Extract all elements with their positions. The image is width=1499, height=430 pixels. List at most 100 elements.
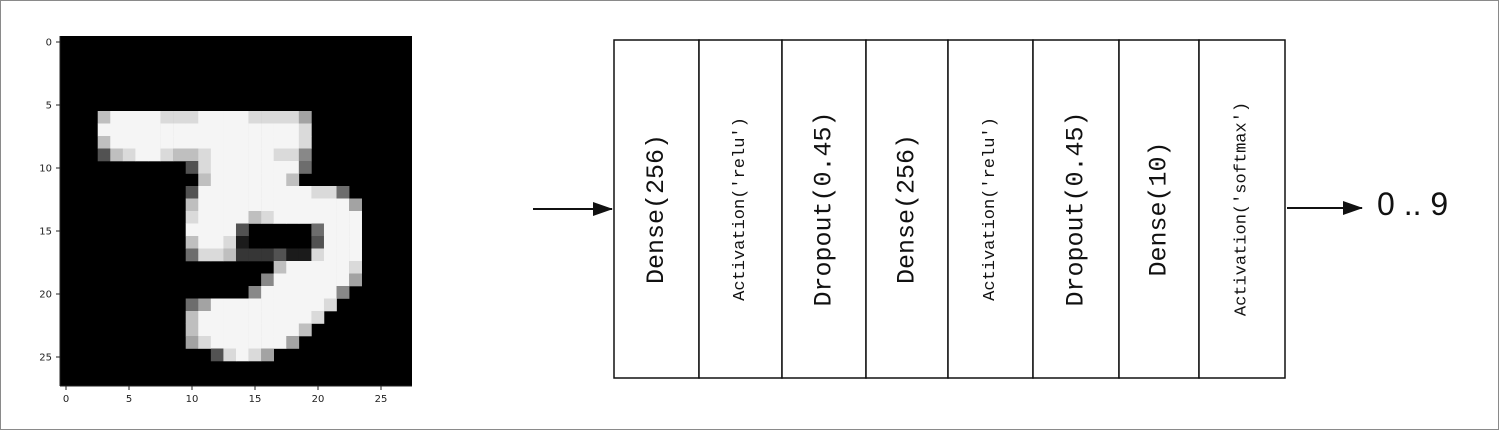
digit-pixel	[185, 123, 199, 137]
digit-pixel	[248, 161, 262, 174]
digit-pixel	[122, 123, 136, 137]
digit-pixel	[135, 136, 149, 149]
y-tick-label: 10	[39, 164, 52, 175]
layer-label: Dense(10)	[1145, 141, 1174, 276]
digit-pixel	[286, 336, 300, 349]
digit-pixel	[311, 273, 325, 287]
network-layer: Activation('softmax')	[1198, 39, 1286, 379]
digit-pixel	[311, 186, 325, 199]
network-layer: Activation('relu')	[947, 39, 1034, 379]
digit-pixel	[235, 198, 249, 212]
digit-pixel	[160, 136, 174, 149]
digit-pixel	[235, 298, 249, 312]
digit-pixel	[223, 198, 237, 212]
digit-pixel	[173, 111, 186, 124]
digit-pixel	[273, 211, 287, 224]
digit-pixel	[147, 123, 161, 137]
digit-pixel	[210, 223, 224, 237]
digit-pixel	[298, 286, 312, 299]
digit-pixel	[235, 223, 249, 237]
digit-pixel	[323, 261, 337, 274]
digit-pixel	[336, 248, 350, 262]
digit-pixel	[261, 248, 274, 262]
digit-pixel	[210, 323, 224, 337]
digit-pixel	[261, 211, 274, 224]
digit-pixel	[261, 186, 274, 199]
digit-pixel	[160, 123, 174, 137]
digit-pixel	[311, 286, 325, 299]
y-tick-label: 5	[46, 101, 52, 112]
digit-pixel	[223, 223, 237, 237]
digit-pixel	[273, 323, 287, 337]
layer-label: Dropout(0.45)	[810, 111, 839, 306]
digit-pixel	[210, 211, 224, 224]
digit-pixel	[286, 136, 300, 149]
digit-pixel	[223, 298, 237, 312]
digit-pixel	[223, 211, 237, 224]
x-tick-label: 5	[126, 394, 132, 405]
layer-label: Activation('softmax')	[1233, 102, 1252, 316]
digit-pixel	[261, 311, 274, 324]
digit-pixel	[261, 136, 274, 149]
digit-pixel	[235, 173, 249, 187]
digit-pixel	[298, 198, 312, 212]
digit-pixel	[298, 161, 312, 174]
digit-pixel	[323, 223, 337, 237]
network-layer: Dense(256)	[865, 39, 949, 379]
layer-label: Dense(256)	[642, 134, 671, 284]
digit-pixel	[248, 311, 262, 324]
digit-pixel	[235, 136, 249, 149]
digit-pixel	[248, 286, 262, 299]
digit-pixel	[311, 236, 325, 249]
layer-label: Activation('relu')	[981, 117, 1000, 301]
digit-pixel	[349, 248, 362, 262]
digit-pixel	[298, 148, 312, 162]
digit-pixel	[323, 248, 337, 262]
digit-pixel	[323, 273, 337, 287]
digit-pixel	[235, 323, 249, 337]
layer-box	[1198, 39, 1286, 379]
layer-box	[1118, 39, 1200, 379]
digit-pixel	[311, 223, 325, 237]
output-label: 0 .. 9	[1377, 186, 1448, 222]
digit-pixel	[185, 336, 199, 349]
digit-pixel	[349, 236, 362, 249]
digit-pixel	[198, 161, 212, 174]
digit-pixel	[248, 148, 262, 162]
digit-pixel	[185, 223, 199, 237]
digit-pixel	[198, 336, 212, 349]
y-tick-label: 20	[39, 290, 52, 301]
digit-pixel	[185, 198, 199, 212]
digit-pixel	[223, 161, 237, 174]
digit-pixel	[198, 136, 212, 149]
digit-pixel	[261, 148, 274, 162]
digit-pixel	[147, 136, 161, 149]
digit-pixel	[223, 248, 237, 262]
digit-pixel	[273, 123, 287, 137]
digit-pixel	[235, 123, 249, 137]
digit-pixel	[223, 311, 237, 324]
digit-pixel	[122, 148, 136, 162]
digit-pixel	[97, 111, 111, 124]
digit-pixel	[273, 111, 287, 124]
y-tick-label: 15	[39, 227, 52, 238]
digit-pixel	[298, 298, 312, 312]
digit-pixel	[286, 311, 300, 324]
digit-pixel	[210, 161, 224, 174]
digit-pixel	[248, 198, 262, 212]
digit-pixel	[298, 273, 312, 287]
digit-pixel	[261, 123, 274, 137]
digit-pixel	[223, 336, 237, 349]
x-tick-label: 25	[375, 394, 388, 405]
y-tick-label: 25	[39, 353, 52, 364]
digit-pixel	[185, 236, 199, 249]
digit-pixel	[286, 286, 300, 299]
network-layer: Dropout(0.45)	[781, 39, 867, 379]
digit-pixel	[185, 211, 199, 224]
digit-pixel	[323, 186, 337, 199]
digit-pixel	[349, 261, 362, 274]
digit-pixel	[235, 236, 249, 249]
digit-pixel	[273, 186, 287, 199]
digit-pixel	[336, 273, 350, 287]
